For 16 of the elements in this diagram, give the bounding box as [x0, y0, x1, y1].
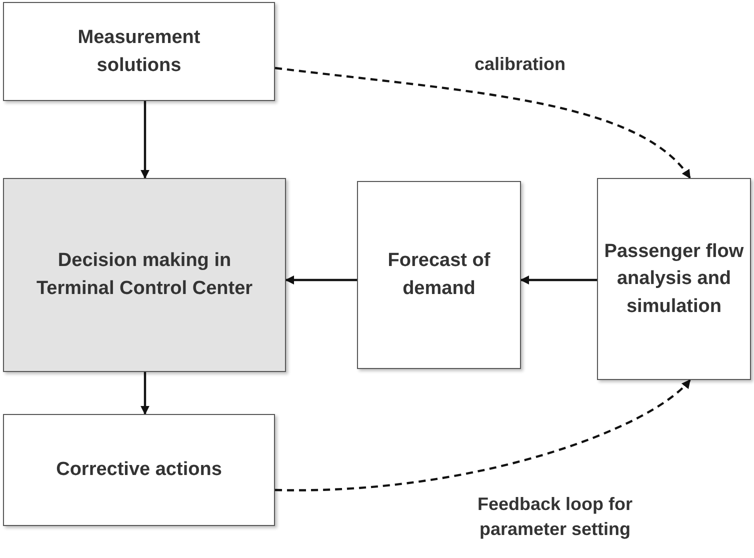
arrow	[520, 276, 597, 284]
process-box	[3, 2, 275, 101]
arrow	[140, 101, 150, 179]
arrow	[140, 372, 150, 415]
arrow	[285, 276, 357, 284]
box-label: Decision making in Terminal Control Center	[35, 249, 254, 301]
arrow	[274, 66, 691, 179]
box-label: Measurement solutions	[76, 26, 202, 78]
box-label: Corrective actions	[56, 458, 222, 482]
process-box	[3, 414, 275, 526]
box-label: Forecast of demand	[386, 249, 492, 301]
process-box	[597, 178, 751, 380]
arrow	[275, 379, 691, 492]
process-box	[3, 178, 286, 372]
box-label: Passenger flow analysis and simulation	[603, 240, 745, 319]
process-box	[357, 181, 521, 369]
